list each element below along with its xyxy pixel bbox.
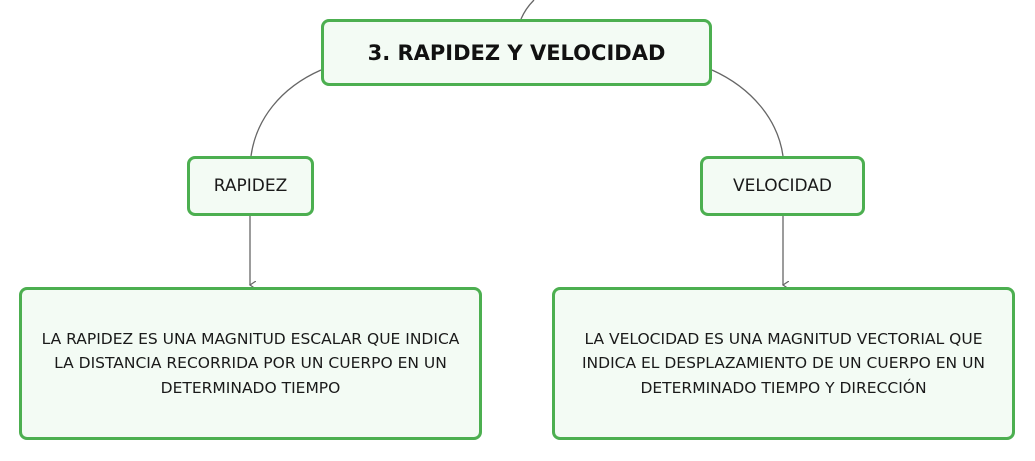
rapidez-node[interactable]: RAPIDEZ <box>187 156 314 216</box>
connector-root-to-velocidad <box>711 69 784 157</box>
connector-from-parent <box>520 0 535 20</box>
root-node[interactable]: 3. RAPIDEZ Y VELOCIDAD <box>321 19 712 86</box>
root-node-label: 3. RAPIDEZ Y VELOCIDAD <box>367 40 666 65</box>
velocidad-description-node[interactable]: LA VELOCIDAD ES UNA MAGNITUD VECTORIAL Q… <box>552 287 1015 440</box>
rapidez-description-node[interactable]: LA RAPIDEZ ES UNA MAGNITUD ESCALAR QUE I… <box>19 287 482 440</box>
velocidad-node-label: VELOCIDAD <box>732 176 832 196</box>
velocidad-node[interactable]: VELOCIDAD <box>700 156 865 216</box>
velocidad-description-text: LA VELOCIDAD ES UNA MAGNITUD VECTORIAL Q… <box>581 330 986 397</box>
connector-root-to-rapidez <box>250 69 322 157</box>
rapidez-node-label: RAPIDEZ <box>213 176 288 196</box>
rapidez-description-text: LA RAPIDEZ ES UNA MAGNITUD ESCALAR QUE I… <box>41 330 460 397</box>
